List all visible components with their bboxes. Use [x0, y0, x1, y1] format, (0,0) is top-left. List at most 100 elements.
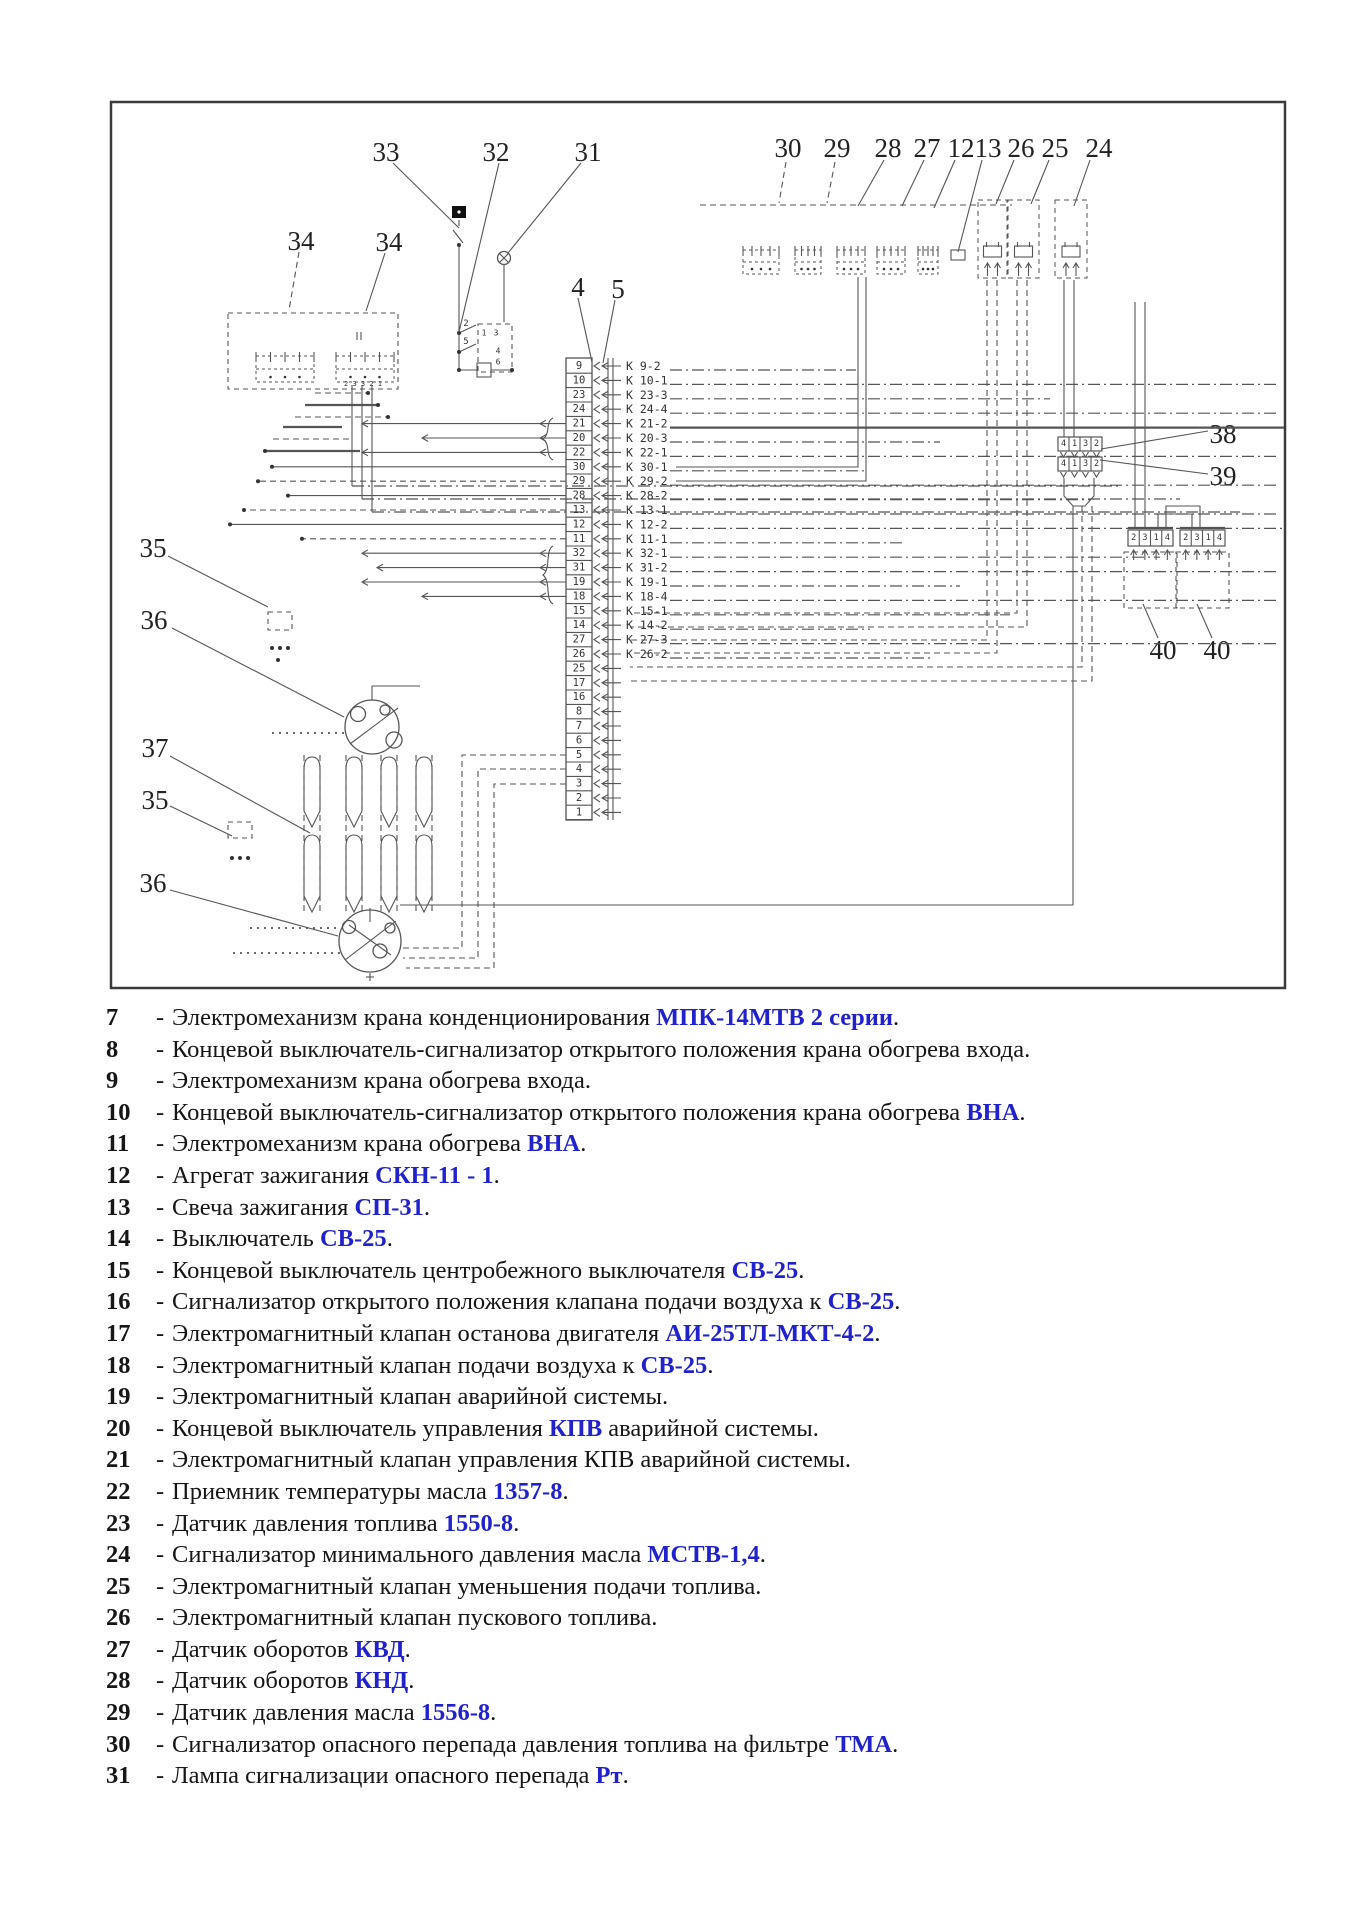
legend-item-number: 28	[106, 1667, 131, 1695]
device-designation: МСТВ-1,4	[647, 1541, 760, 1569]
svg-text:4: 4	[1061, 459, 1066, 469]
legend-item: 21-Электромагнитный клапан управления КП…	[0, 1446, 1357, 1478]
legend-item-number: 21	[106, 1446, 131, 1474]
legend-item-number: 25	[106, 1572, 131, 1600]
legend-item-dash: -	[156, 1477, 165, 1505]
svg-text:6: 6	[576, 734, 582, 746]
legend-item-number: 22	[106, 1477, 131, 1505]
svg-text:1: 1	[482, 329, 487, 338]
svg-text:К 13-1: К 13-1	[626, 503, 668, 517]
svg-text:22: 22	[573, 446, 586, 458]
legend-list: 7-Электромеханизм крана конденционирован…	[0, 1004, 1357, 1794]
diagram-ref-label: 27	[914, 133, 941, 163]
svg-text:К 29-2: К 29-2	[626, 474, 668, 488]
svg-text:3: 3	[1142, 533, 1147, 543]
legend-item-text: Сигнализатор опасного перепада давления …	[172, 1730, 899, 1758]
svg-text:К 15-1: К 15-1	[626, 604, 668, 618]
svg-text:1: 1	[1072, 459, 1077, 469]
diagram-ref-label: 37	[142, 733, 169, 763]
svg-text:28: 28	[573, 490, 586, 502]
svg-text:20: 20	[573, 432, 586, 444]
svg-text:25: 25	[573, 662, 586, 674]
svg-text:13: 13	[573, 504, 586, 516]
svg-text:18: 18	[573, 590, 586, 602]
svg-text:К 32-1: К 32-1	[626, 546, 668, 560]
legend-item-number: 31	[106, 1762, 131, 1790]
diagram-ref-label: 33	[373, 137, 400, 167]
legend-item-text: Датчик давления топлива 1550-8.	[172, 1509, 520, 1537]
diagram-ref-label: 36	[140, 868, 167, 898]
legend-item-text: Концевой выключатель центробежного выклю…	[172, 1256, 805, 1284]
legend-item: 28-Датчик оборотов КНД.	[0, 1667, 1357, 1699]
svg-text:12: 12	[573, 518, 586, 530]
legend-item-number: 12	[106, 1161, 131, 1189]
device-designation: СВ-25	[731, 1256, 799, 1284]
diagram-ref-label: 12	[948, 133, 975, 163]
svg-text:5: 5	[463, 337, 468, 347]
device-designation: АИ-25ТЛ-МКТ-4-2	[665, 1319, 875, 1347]
device-designation: ВНА	[527, 1130, 581, 1158]
device-designation: 1357-8	[493, 1477, 563, 1505]
legend-item-text: Свеча зажигания СП-31.	[172, 1193, 431, 1221]
legend-item-dash: -	[156, 1730, 165, 1758]
legend-item: 27-Датчик оборотов КВД.	[0, 1636, 1357, 1668]
svg-text:10: 10	[573, 374, 586, 386]
device-designation: ТМА	[835, 1730, 893, 1758]
diagram-ref-label: 5	[611, 274, 625, 304]
svg-text:К 21-2: К 21-2	[626, 417, 668, 431]
svg-text:19: 19	[573, 576, 586, 588]
legend-item-dash: -	[156, 1509, 165, 1537]
legend-item-text: Электромеханизм крана обогрева входа.	[172, 1067, 592, 1095]
legend-item: 11-Электромеханизм крана обогрева ВНА.	[0, 1130, 1357, 1162]
legend-item: 31-Лампа сигнализации опасного перепада …	[0, 1762, 1357, 1794]
svg-text:3: 3	[1083, 459, 1088, 469]
legend-item: 30-Сигнализатор опасного перепада давлен…	[0, 1731, 1357, 1763]
svg-text:К 24-4: К 24-4	[626, 402, 668, 416]
svg-text:4: 4	[576, 763, 582, 775]
legend-item-dash: -	[156, 1004, 165, 1031]
legend-item-dash: -	[156, 1161, 165, 1189]
legend-item-dash: -	[156, 1414, 165, 1442]
legend-item-number: 9	[106, 1067, 119, 1095]
svg-text:3: 3	[1194, 533, 1199, 543]
svg-text:К 20-3: К 20-3	[626, 431, 668, 445]
legend-item-dash: -	[156, 1193, 165, 1221]
legend-item-number: 14	[106, 1225, 131, 1253]
legend-item: 7-Электромеханизм крана конденционирован…	[0, 1004, 1357, 1036]
diagram-ref-label: 40	[1150, 635, 1177, 665]
svg-text:6: 6	[496, 358, 501, 367]
svg-text:К 9-2: К 9-2	[626, 359, 661, 373]
svg-text:К 23-3: К 23-3	[626, 388, 668, 402]
svg-text:16: 16	[573, 691, 586, 703]
diagram-ref-label: 35	[140, 533, 167, 563]
legend-item-dash: -	[156, 1635, 165, 1663]
legend-item-text: Датчик оборотов КНД.	[172, 1667, 415, 1695]
diagram-ref-label: 40	[1204, 635, 1231, 665]
legend-item-dash: -	[156, 1667, 165, 1695]
diagram-ref-label: 4	[571, 272, 585, 302]
legend-item: 17-Электромагнитный клапан останова двиг…	[0, 1320, 1357, 1352]
legend-item-number: 30	[106, 1730, 131, 1758]
svg-text:2: 2	[576, 792, 582, 804]
diagram-ref-label: 31	[575, 137, 602, 167]
legend-item-number: 24	[106, 1541, 131, 1569]
legend-item-text: Электромагнитный клапан управления КПВ а…	[172, 1446, 852, 1474]
svg-text:3: 3	[1083, 439, 1088, 449]
legend-item-text: Электромагнитный клапан уменьшения подач…	[172, 1572, 762, 1600]
diagram-ref-label: 30	[775, 133, 802, 163]
svg-text:23: 23	[573, 389, 586, 401]
diagram-ref-label: 26	[1008, 133, 1035, 163]
svg-text:К 30-1: К 30-1	[626, 460, 668, 474]
legend-item-dash: -	[156, 1288, 165, 1316]
svg-text:К 28-2: К 28-2	[626, 489, 668, 503]
diagram-ref-label: 36	[141, 605, 168, 635]
device-designation: СВ-25	[319, 1225, 387, 1253]
svg-text:2 3 3 2 1: 2 3 3 2 1	[344, 380, 382, 388]
diagram-ref-label: 25	[1042, 133, 1069, 163]
diagram-ref-label: 24	[1086, 133, 1114, 163]
device-designation: 1550-8	[443, 1509, 514, 1537]
legend-item-number: 19	[106, 1383, 131, 1411]
legend-item-text: Электромагнитный клапан пускового топлив…	[172, 1604, 658, 1632]
legend-item-dash: -	[156, 1604, 165, 1632]
